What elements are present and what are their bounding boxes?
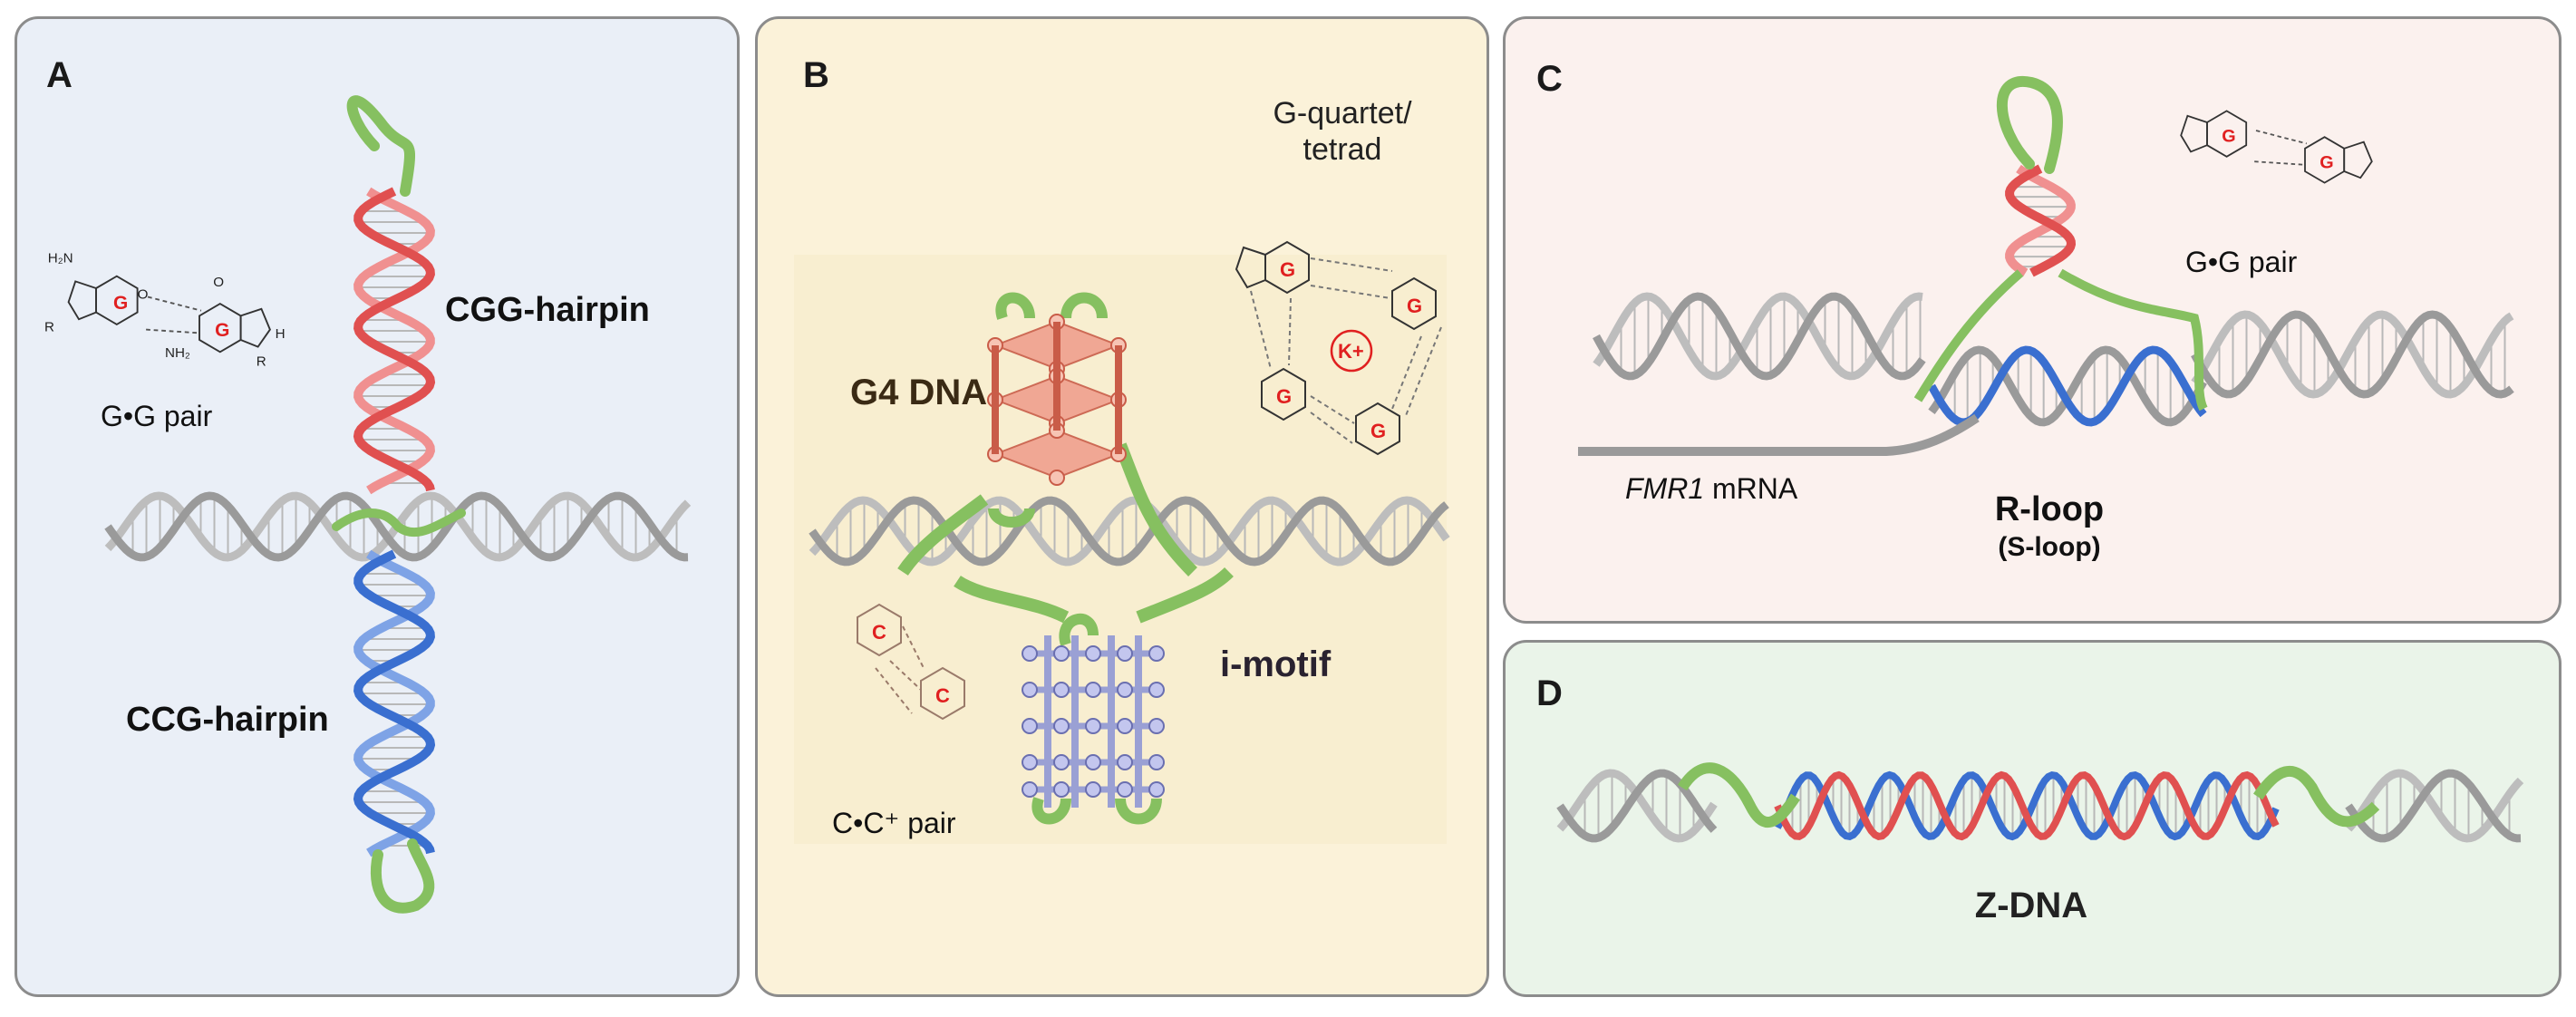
- g-base-label-a1: G: [113, 293, 128, 314]
- displaced-strand-left: [1913, 269, 2024, 402]
- r-loop-label: R-loop: [1994, 490, 2105, 528]
- atom-label: H₂N: [48, 251, 73, 266]
- gg-pair-structure-c: G G: [2180, 110, 2373, 184]
- g-base-label-a2: G: [215, 320, 229, 341]
- g-base-label-c2: G: [2319, 152, 2333, 172]
- ccg-hairpin-label: CCG-hairpin: [126, 701, 329, 739]
- left-duplex-c: [1593, 292, 1926, 381]
- panel-a-diagram: G G H₂N O R O H R NH₂: [44, 95, 692, 914]
- cgg-hairpin-loop: [346, 95, 415, 197]
- z-dna-label: Z-DNA: [1974, 886, 2088, 925]
- gg-pair-caption-a: G•G pair: [101, 400, 213, 432]
- rna-dna-hybrid: [1928, 345, 2207, 427]
- cgg-hairpin-label: CGG-hairpin: [445, 291, 650, 329]
- gg-pair-caption-c: G•G pair: [2185, 246, 2298, 278]
- fmr1-mrna-strand: [1578, 413, 1980, 456]
- g-quartet-label-line2: tetrad: [1303, 132, 1382, 167]
- panel-c: C G G G•G pair FMR1 mRNA R-loop (S-loop): [1503, 16, 2561, 624]
- g4-connector-right: [1114, 442, 1197, 576]
- atom-label: R: [44, 320, 54, 335]
- ccg-hairpin-loop: [370, 838, 435, 914]
- g-base-label-c1: G: [2222, 127, 2235, 147]
- g4-connector-left: [897, 494, 989, 576]
- panel-d: D Z-DNA: [1503, 640, 2561, 997]
- panel-b-diagram: G G G G K+ C C: [794, 240, 1450, 844]
- imotif-label: i-motif: [1220, 644, 1332, 684]
- panel-a: A G G H₂N O R O H R NH₂ CGG-hairpin CCG-…: [15, 16, 740, 997]
- g4-quadruplex: [987, 292, 1127, 528]
- displaced-strand-right: [2058, 268, 2208, 412]
- atom-label: NH₂: [165, 345, 190, 361]
- right-bdna-d: [2345, 769, 2524, 843]
- panel-letter-d: D: [1536, 673, 1563, 713]
- potassium-ion: [1330, 329, 1373, 373]
- panel-letter-c: C: [1536, 59, 1563, 99]
- atom-label: O: [138, 286, 149, 302]
- left-bdna-d: [1556, 769, 1718, 843]
- imotif-connector-right: [1136, 567, 1234, 624]
- g-base-label-b3: G: [1276, 385, 1292, 408]
- b-z-junction-left: [1677, 762, 1800, 828]
- gg-pair-structure-a: G G H₂N O R O H R NH₂: [44, 251, 286, 370]
- fmr1-mrna-label: FMR1 mRNA: [1625, 472, 1797, 506]
- z-dna-helix: [1774, 770, 2280, 841]
- c-base-label-1: C: [872, 621, 886, 644]
- atom-label: O: [213, 275, 224, 290]
- panel-letter-a: A: [46, 55, 73, 95]
- panel-c-diagram: G G: [1578, 75, 2514, 456]
- ccg-hairpin-helix: [353, 549, 436, 857]
- r-loop-hairpin-loop: [1996, 75, 2063, 174]
- s-loop-label: (S-loop): [1998, 532, 2101, 562]
- r-loop-hairpin-helix: [2005, 164, 2077, 277]
- g-base-label-b4: G: [1370, 420, 1386, 442]
- mrna-suffix: mRNA: [1704, 472, 1798, 505]
- imotif-structure: [1022, 614, 1165, 825]
- g-base-label-b2: G: [1407, 295, 1422, 317]
- g-base-label-b1: G: [1280, 258, 1295, 281]
- b-z-junction-right: [2253, 765, 2380, 828]
- g-quartet-label: G-quartet/ tetrad: [1247, 95, 1438, 168]
- junction-loop-a: [332, 508, 466, 538]
- imotif-connector-left: [954, 576, 1070, 624]
- g4-dna-label: G4 DNA: [850, 373, 988, 412]
- panel-d-diagram: [1556, 762, 2524, 843]
- atom-label: H: [276, 326, 286, 342]
- g-quartet-structure: G G G G K+: [1235, 240, 1442, 456]
- c-base-label-2: C: [935, 684, 950, 707]
- right-duplex-c: [2191, 310, 2514, 399]
- cc-pair-caption: C•C⁺ pair: [832, 807, 956, 839]
- cation-label: K+: [1338, 340, 1364, 363]
- panel-letter-b: B: [803, 55, 829, 95]
- fmr1-gene-name: FMR1: [1625, 472, 1705, 505]
- g-quartet-label-line1: G-quartet/: [1273, 96, 1412, 131]
- atom-label: R: [257, 354, 266, 370]
- panel-b: B G G G G: [755, 16, 1489, 997]
- cc-pair-structure: C C: [857, 603, 965, 721]
- cgg-hairpin-helix: [353, 187, 436, 495]
